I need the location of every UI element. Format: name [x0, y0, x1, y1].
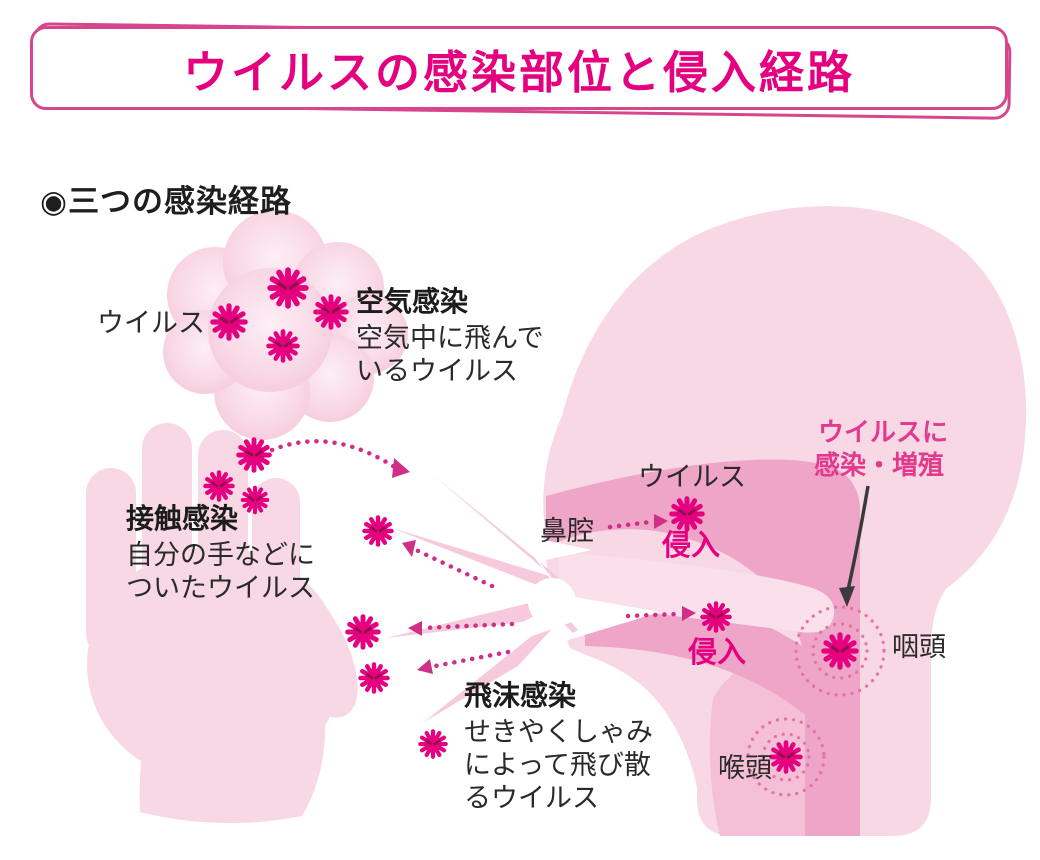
dotted-arrows	[269, 439, 681, 670]
hand-shape	[86, 423, 358, 824]
droplet-line1: せきやくしゃみ	[464, 717, 653, 747]
airborne-heading: 空気感染	[356, 286, 469, 317]
virus-icon	[360, 664, 387, 691]
pharynx-label: 咽頭	[892, 632, 946, 662]
infect-arrow	[839, 485, 870, 607]
droplet-line3: るウイルス	[464, 783, 599, 813]
entry-label-2: 侵入	[688, 637, 747, 669]
infect-label-line2: 感染・増殖	[814, 450, 945, 480]
head-virus-label: ウイルス	[638, 462, 746, 492]
spray-arrow-2	[419, 621, 515, 631]
contact-line1: 自分の手などに	[126, 540, 315, 570]
section-heading: ◉三つの感染経路	[40, 176, 292, 221]
airway-shape	[546, 459, 860, 836]
section-heading-text: 三つの感染経路	[68, 184, 293, 219]
droplet-heading: 飛沫感染	[464, 680, 577, 711]
larynx-ring-inner	[761, 732, 811, 782]
contact-heading: 接触感染	[126, 503, 239, 534]
infect-label-line1: ウイルスに	[818, 417, 949, 447]
banner-box: ウイルスの感染部位と侵入経路	[30, 26, 1008, 110]
pharynx-ring-outer	[794, 605, 886, 697]
air-cloud	[163, 210, 408, 440]
nostril-opening	[516, 534, 592, 566]
mouth-passage-shape	[585, 596, 805, 715]
airborne-line1: 空気中に飛んで	[356, 323, 544, 353]
title-banner: ウイルスの感染部位と侵入経路	[30, 22, 1012, 120]
airborne-virus-label: ウイルス	[97, 308, 205, 338]
bullet-icon: ◉	[40, 184, 69, 219]
entry-label-1: 侵入	[662, 530, 721, 562]
mouth-entry-arrow	[625, 611, 681, 619]
pharynx-ring-inner	[811, 622, 869, 680]
hand-to-nose-arrow	[269, 439, 399, 471]
larynx-ring-outer	[746, 717, 826, 797]
larynx-label: 喉頭	[718, 753, 772, 783]
infection-rings	[746, 605, 886, 797]
sneeze-burst	[378, 460, 578, 738]
virus-icon	[420, 731, 446, 757]
virus-icon	[364, 517, 391, 544]
nasal-cavity-label: 鼻腔	[540, 516, 594, 546]
airborne-line2: いるウイルス	[356, 356, 518, 386]
palate-shape	[558, 552, 835, 633]
arrowheads	[392, 458, 696, 674]
virus-icon	[348, 617, 379, 648]
contact-line2: ついたウイルス	[126, 573, 315, 603]
nasal-entry-arrow	[607, 519, 653, 530]
page-title: ウイルスの感染部位と侵入経路	[182, 46, 855, 98]
droplet-line2: によって飛び散	[464, 750, 651, 780]
spray-arrow-1	[411, 546, 495, 589]
